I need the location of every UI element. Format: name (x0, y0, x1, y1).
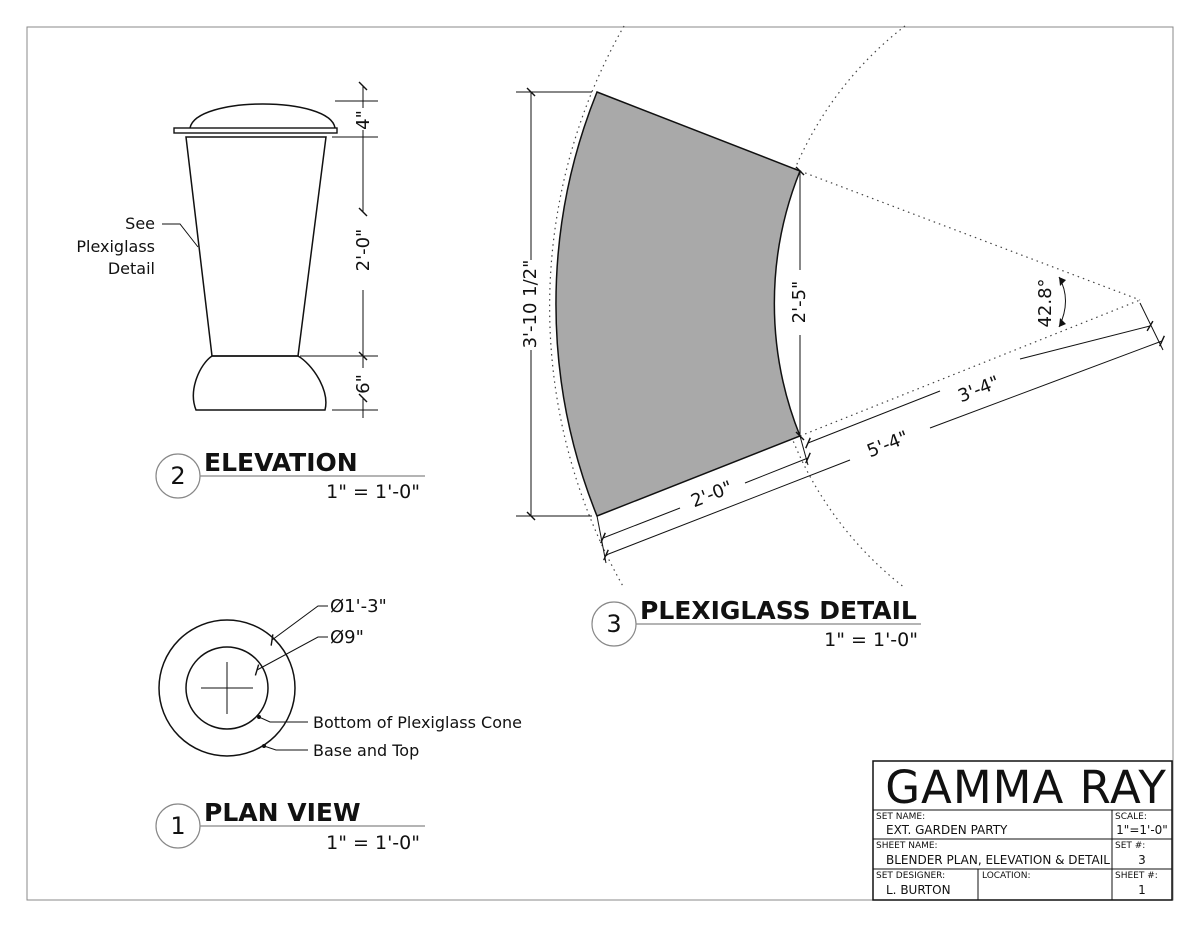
dim-inner-diameter: Ø9" (330, 627, 364, 648)
base-dome (192, 355, 327, 411)
plexiglass-detail: 3'-10 1/2" 2'-5" 42.8° 3'-4" 2'-0" 5'-4" (516, 25, 1165, 589)
set-name-label: SET NAME: (876, 812, 925, 822)
sheet-number-label: SHEET #: (1115, 871, 1158, 881)
project-name: GAMMA RAY (885, 761, 1167, 814)
location-label: LOCATION: (982, 871, 1031, 881)
sheet-name-label: SHEET NAME: (876, 841, 938, 851)
dim-top-cap: 4" (353, 110, 374, 130)
view-scale: 1" = 1'-0" (326, 481, 420, 503)
view-number: 3 (606, 610, 621, 638)
elevation-drawing: 4" 2'-0" 6" See Plexiglass Detail (76, 81, 378, 418)
plan-view-drawing: Ø1'-3" Ø9" Bottom of Plexiglass Cone Bas… (158, 596, 522, 760)
title-block: GAMMA RAY SET NAME: EXT. GARDEN PARTY SC… (872, 760, 1173, 901)
outer-circle (158, 619, 296, 757)
radius-line-top (799, 170, 1141, 301)
view-title: PLAN VIEW (204, 798, 361, 827)
dim-cone-height: 2'-0" (353, 229, 374, 272)
radius-line-bottom (799, 299, 1141, 437)
leader-bottom-of-cone: Bottom of Plexiglass Cone (313, 713, 522, 732)
top-rim (173, 127, 338, 134)
scale-label: SCALE: (1115, 812, 1147, 822)
cone-body (185, 136, 327, 357)
set-number-value: 3 (1138, 853, 1146, 867)
dim-outer-diameter: Ø1'-3" (330, 596, 387, 617)
view-title: ELEVATION (204, 448, 358, 477)
leader-base-and-top: Base and Top (313, 741, 419, 760)
top-cap (189, 103, 336, 129)
dim-base: 6" (353, 374, 374, 394)
inner-arc-construction (766, 25, 906, 589)
dim-inner-radius: 3'-4" (955, 372, 1002, 407)
view-title: PLEXIGLASS DETAIL (640, 596, 917, 625)
view-number: 1 (170, 812, 185, 840)
note-see: See (125, 214, 155, 233)
sheet-border (26, 26, 1174, 901)
view-number: 2 (170, 462, 185, 490)
designer-label: SET DESIGNER: (876, 871, 945, 881)
designer-value: L. BURTON (886, 883, 951, 897)
set-name-value: EXT. GARDEN PARTY (886, 823, 1008, 837)
inner-circle (185, 646, 269, 730)
dim-inner-chord: 2'-5" (789, 281, 810, 324)
dim-outer-radius: 5'-4" (864, 427, 911, 462)
view-title-plan: 1 PLAN VIEW 1" = 1'-0" (155, 798, 425, 854)
view-scale: 1" = 1'-0" (326, 832, 420, 854)
sheet-name-value: BLENDER PLAN, ELEVATION & DETAIL (886, 853, 1110, 867)
plexiglass-pattern (555, 91, 801, 517)
note-plexiglass: Plexiglass (76, 237, 155, 256)
view-title-elevation: 2 ELEVATION 1" = 1'-0" (155, 448, 425, 503)
note-detail: Detail (108, 259, 155, 278)
note-leader (162, 223, 199, 248)
view-title-plexiglass: 3 PLEXIGLASS DETAIL 1" = 1'-0" (591, 596, 921, 651)
dim-height: 3'-10 1/2" (520, 260, 541, 349)
view-scale: 1" = 1'-0" (824, 629, 918, 651)
dim-angle: 42.8° (1035, 278, 1056, 327)
sheet-number-value: 1 (1138, 883, 1146, 897)
scale-value: 1"=1'-0" (1116, 823, 1168, 837)
set-number-label: SET #: (1115, 841, 1145, 851)
